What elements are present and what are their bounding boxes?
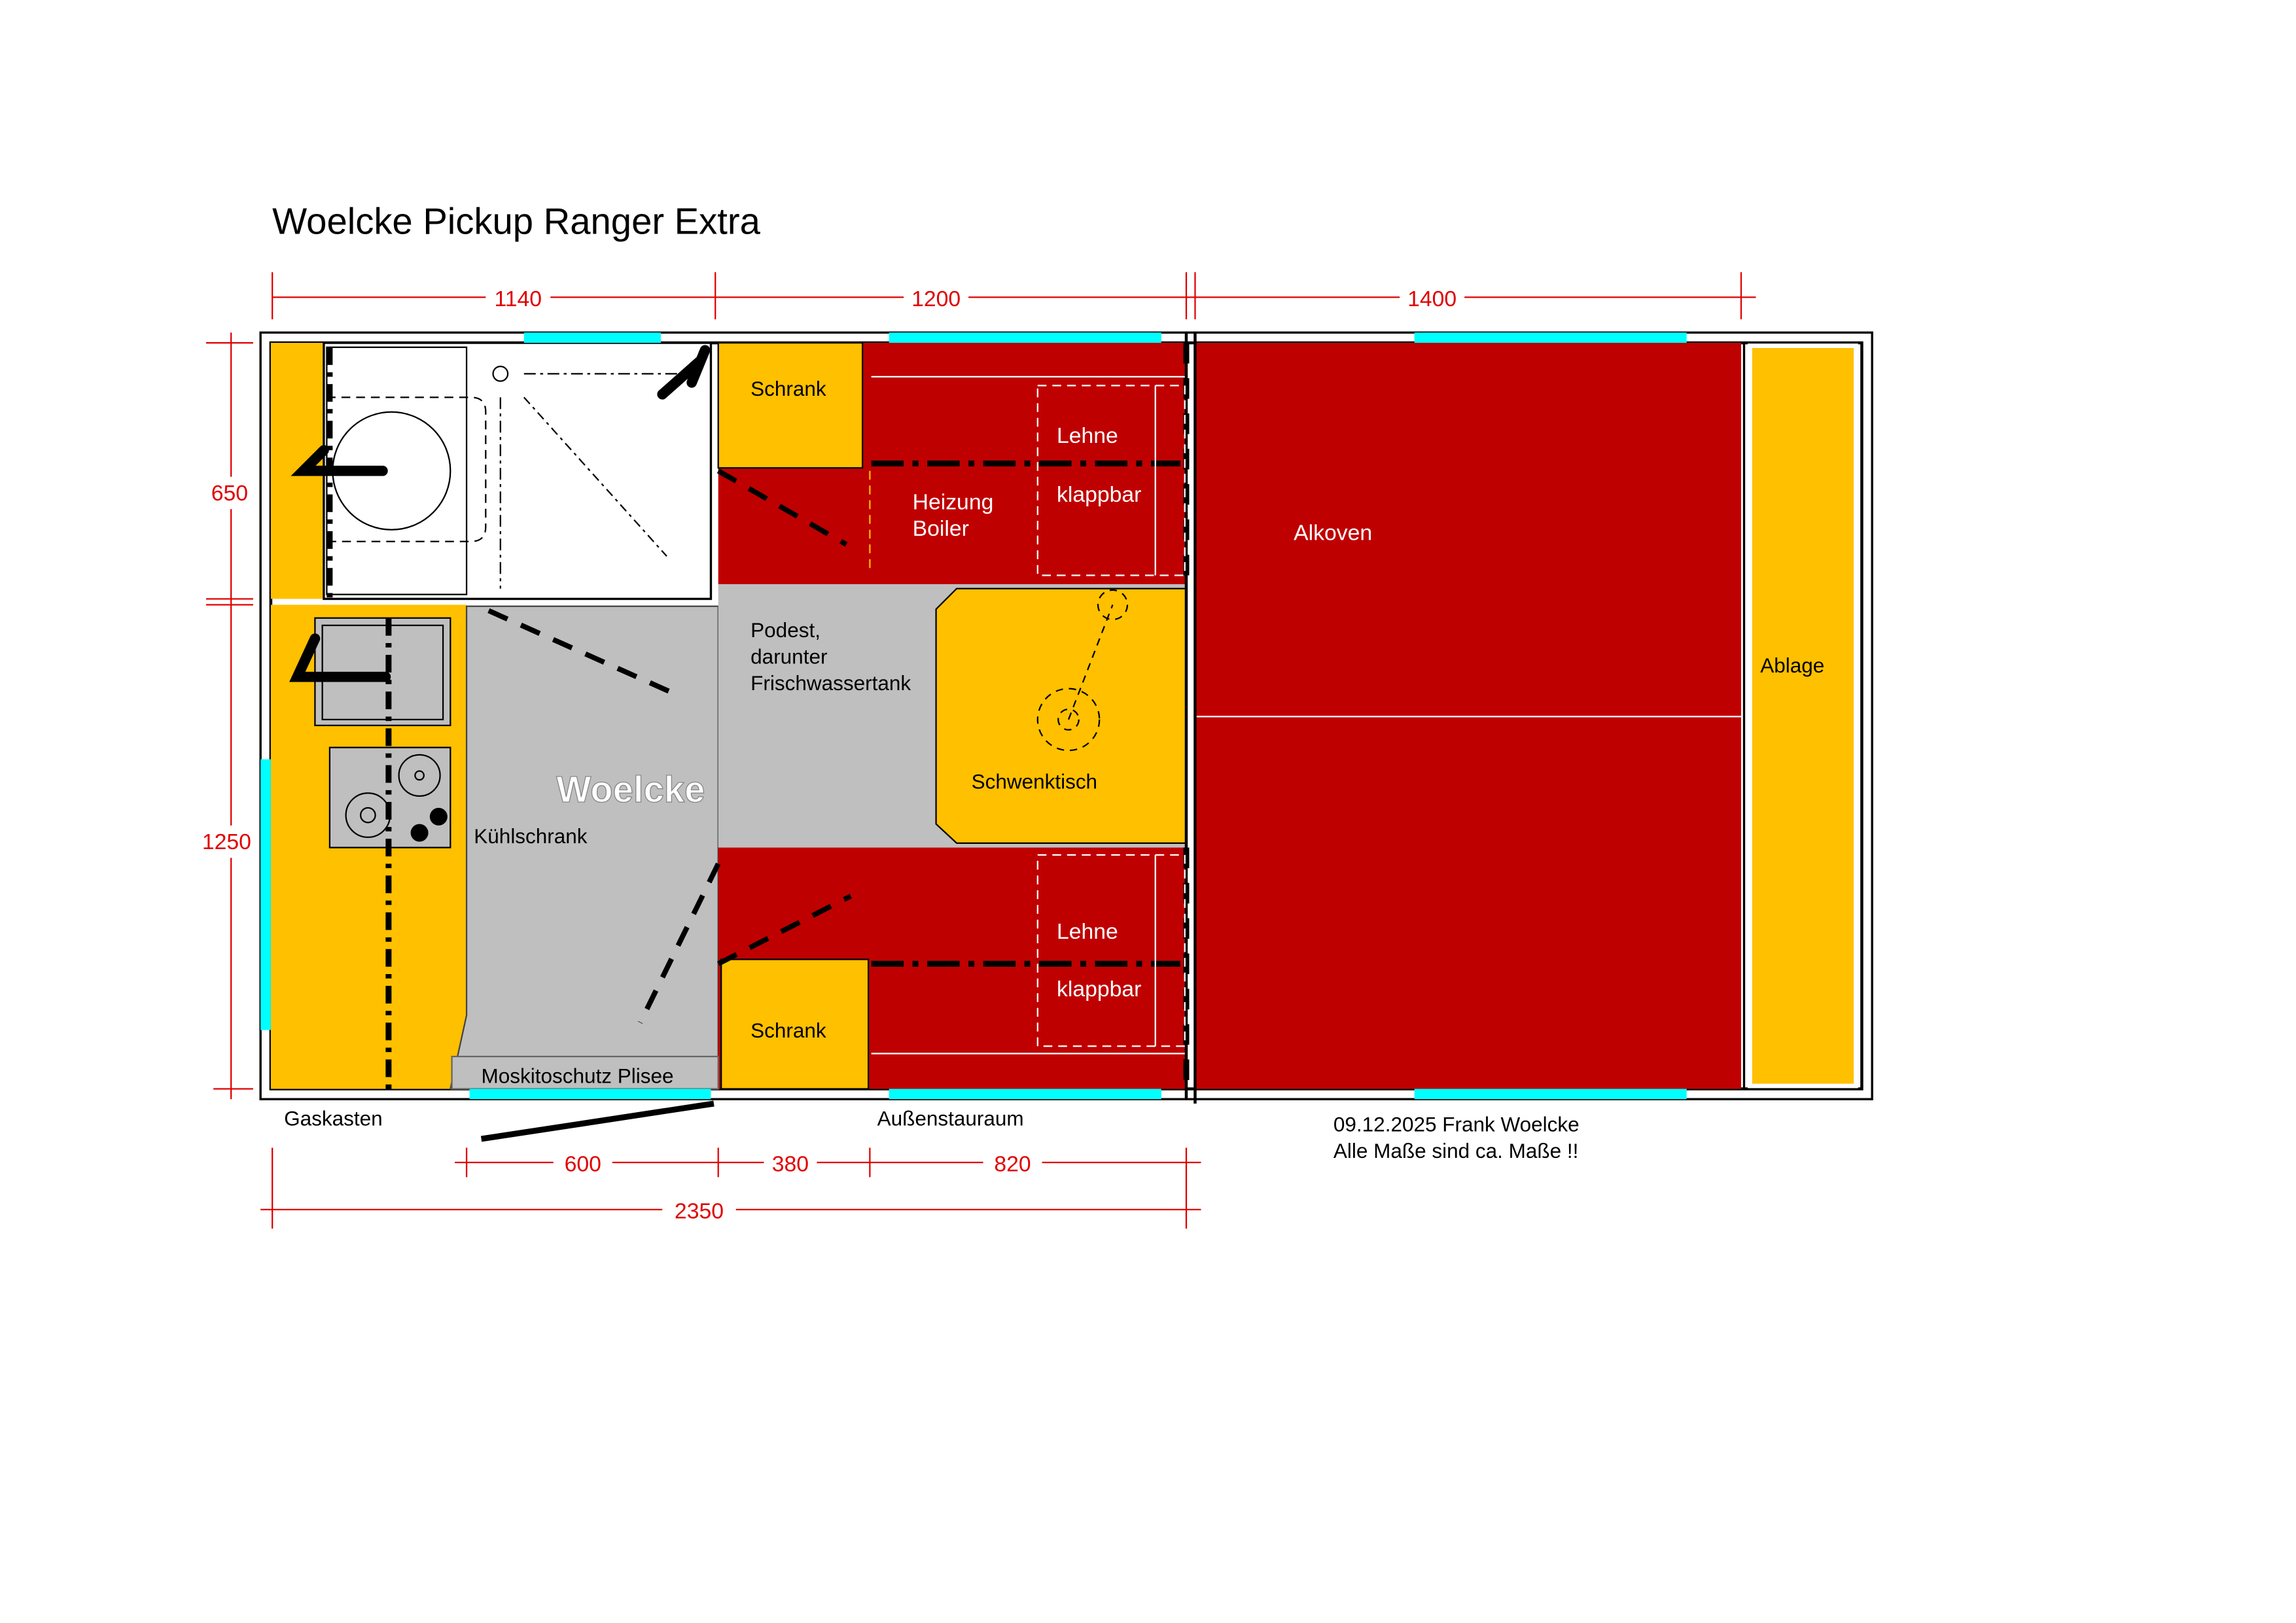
- shelf-ablage: [1748, 343, 1858, 1089]
- dim-650: 650: [211, 481, 248, 506]
- windows: [260, 332, 1687, 1100]
- label-alkoven: Alkoven: [1294, 521, 1372, 546]
- cabinet-bottom: [720, 958, 870, 1090]
- label-heizung: Heizung: [913, 489, 994, 514]
- window: [523, 332, 661, 343]
- label-gaskasten: Gaskasten: [284, 1107, 383, 1130]
- toilet-outline: [327, 396, 487, 542]
- swivel-table: [935, 587, 1188, 844]
- mosquito-screen: [451, 1055, 719, 1090]
- label-schrank-bottom: Schrank: [751, 1019, 826, 1042]
- knob-icon: [410, 824, 429, 842]
- table-pivot-icon: [1036, 589, 1129, 752]
- burner-icon: [414, 770, 425, 781]
- woelcke-watermark: Woelcke: [556, 769, 705, 810]
- label-podest-2: darunter: [751, 644, 827, 668]
- dimension-top: 1140 1200 1400: [272, 272, 1756, 320]
- label-schwenktisch: Schwenktisch: [972, 770, 1098, 794]
- dim-1200: 1200: [911, 287, 961, 311]
- burner-icon: [359, 807, 376, 824]
- bathroom: [323, 341, 713, 601]
- dim-820: 820: [994, 1151, 1031, 1176]
- dim-380: 380: [772, 1151, 809, 1176]
- dimension-left: 650 1250: [197, 332, 259, 1100]
- window: [889, 1089, 1161, 1100]
- page-title: Woelcke Pickup Ranger Extra: [272, 201, 760, 242]
- label-aussenstauraum: Außenstauraum: [877, 1107, 1024, 1130]
- label-boiler: Boiler: [913, 516, 969, 541]
- label-ablage: Ablage: [1760, 654, 1824, 677]
- heating-area: [718, 468, 866, 584]
- stove: [328, 746, 451, 848]
- label-lehne-bottom: Lehne: [1057, 919, 1118, 944]
- arrow-icon: [291, 445, 388, 476]
- window: [469, 1089, 711, 1100]
- dim-1250: 1250: [202, 829, 251, 854]
- label-klappbar-top: klappbar: [1057, 482, 1141, 507]
- dim-1140: 1140: [495, 287, 542, 311]
- knob-icon: [429, 807, 448, 826]
- window: [1414, 332, 1687, 343]
- shower-drain-icon: [492, 365, 509, 382]
- burner-icon: [398, 754, 441, 797]
- dim-2350: 2350: [675, 1198, 724, 1223]
- swing-lines: [487, 343, 1190, 1089]
- label-moskitoschutz: Moskitoschutz Plisee: [482, 1064, 674, 1087]
- label-podest-3: Frischwassertank: [751, 671, 911, 695]
- window: [889, 332, 1161, 343]
- dim-1400: 1400: [1407, 287, 1457, 311]
- window: [1414, 1089, 1687, 1100]
- shower-line: [523, 396, 667, 557]
- arrow-icon: [289, 633, 391, 682]
- label-lehne-top: Lehne: [1057, 423, 1118, 448]
- label-kuehlschrank: Kühlschrank: [474, 824, 588, 848]
- label-klappbar-bottom: klappbar: [1057, 977, 1141, 1002]
- window: [260, 759, 271, 1030]
- footer-date-author: 09.12.2025 Frank Woelcke: [1333, 1113, 1580, 1136]
- backrest-outlines: [1036, 385, 1186, 1047]
- fold-lines: [871, 461, 1180, 967]
- dimension-bottom: 600 380 820 2350: [260, 1147, 1201, 1229]
- label-schrank-top: Schrank: [751, 377, 826, 400]
- dim-600: 600: [565, 1151, 601, 1176]
- footer-note: Alle Maße sind ca. Maße !!: [1333, 1139, 1578, 1162]
- label-podest: Podest,: [751, 618, 821, 642]
- entry-door: [480, 1100, 715, 1142]
- door-arrow-icon: [657, 345, 711, 400]
- cabinet-top: [717, 341, 864, 469]
